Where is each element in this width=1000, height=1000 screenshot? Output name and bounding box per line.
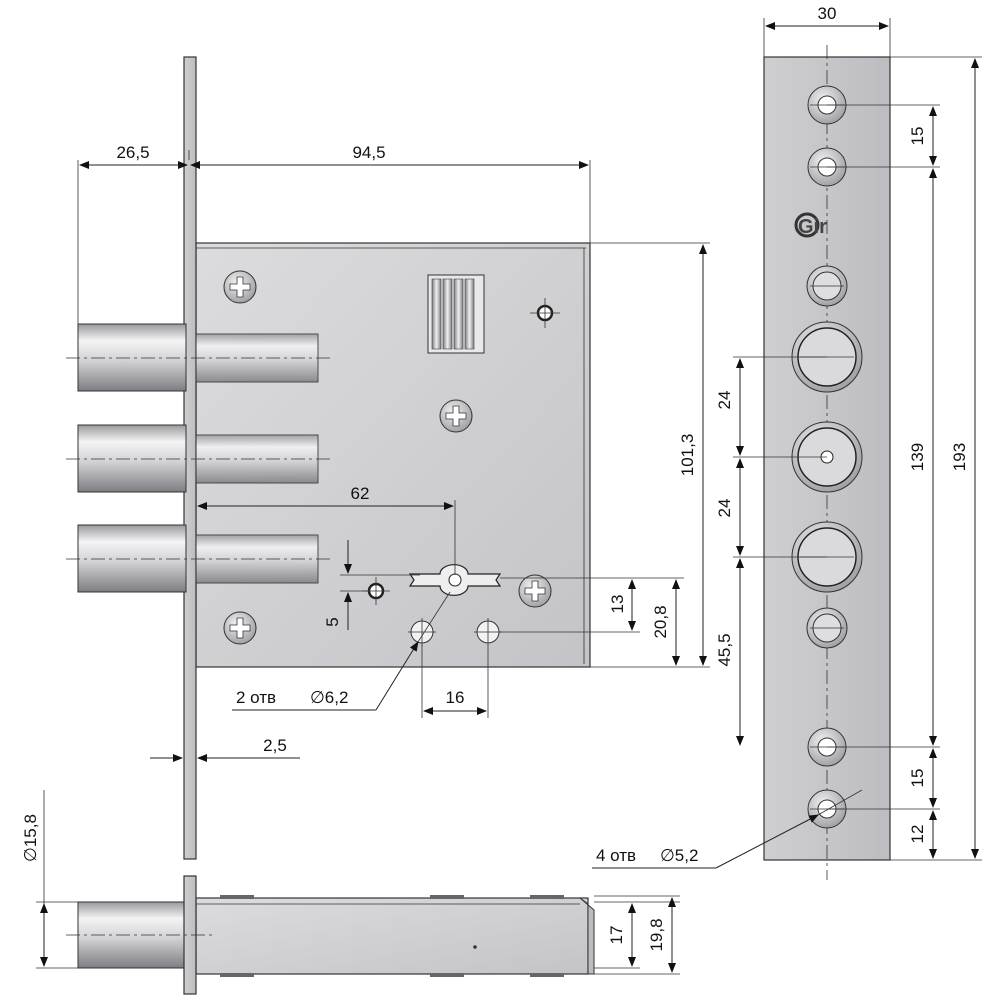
label-strike-holes-count: 4 отв bbox=[596, 846, 636, 865]
screw-top-left bbox=[223, 270, 257, 304]
rivet-bottom-left bbox=[362, 577, 390, 605]
dim-bolt-diameter: ∅15,8 bbox=[21, 814, 40, 862]
bolt-bottom bbox=[77, 524, 319, 593]
screw-bottom-left bbox=[223, 611, 257, 645]
dim-bolt-projection: 26,5 bbox=[116, 143, 149, 162]
brand-logo: Gir bbox=[794, 212, 827, 238]
dim-faceplate-thickness: 2,5 bbox=[263, 736, 287, 755]
dim-body-height: 101,3 bbox=[678, 434, 697, 477]
bolt-middle bbox=[77, 424, 319, 493]
dim-keyhole-offset: 5 bbox=[323, 617, 342, 626]
dim-strike-pitch-top: 15 bbox=[908, 127, 927, 146]
brand-logo-text: Gir bbox=[798, 216, 827, 238]
dim-case-depth-19-8: 19,8 bbox=[647, 918, 666, 951]
dim-case-depth-17: 17 bbox=[607, 926, 626, 945]
dim-bolt-to-screw: 45,5 bbox=[715, 633, 734, 666]
dim-bolt-pitch-2: 24 bbox=[715, 499, 734, 518]
ribbed-window bbox=[427, 274, 485, 354]
rivet-top-right bbox=[530, 298, 560, 328]
strike-plate: Gir bbox=[763, 45, 891, 880]
screw-right bbox=[518, 574, 552, 608]
dim-strike-width: 30 bbox=[818, 4, 837, 23]
lock-body-front-view bbox=[66, 56, 591, 860]
screw-middle bbox=[439, 399, 473, 433]
dim-screw-span: 139 bbox=[908, 443, 927, 471]
front-dimensions: 26,5 94,5 62 101,3 5 13 20,8 16 bbox=[77, 143, 710, 762]
side-dimensions: ∅15,8 17 19,8 bbox=[21, 790, 680, 975]
label-strike-holes-diameter: ∅5,2 bbox=[660, 846, 698, 865]
dim-body-width: 94,5 bbox=[352, 143, 385, 162]
dim-bolt-pitch-1: 24 bbox=[715, 391, 734, 410]
dim-strike-end: 12 bbox=[908, 825, 927, 844]
lock-side-view bbox=[66, 875, 595, 995]
strike-ring-top bbox=[806, 265, 848, 307]
dim-strike-length: 193 bbox=[950, 443, 969, 471]
label-holes-diameter: ∅6,2 bbox=[310, 688, 348, 707]
hole-right bbox=[474, 618, 502, 646]
dim-strike-pitch-bottom: 15 bbox=[908, 769, 927, 788]
label-holes-count: 2 отв bbox=[236, 688, 276, 707]
dim-backset: 62 bbox=[351, 484, 370, 503]
bolt-top bbox=[77, 323, 319, 392]
dim-holes-spacing: 16 bbox=[446, 688, 465, 707]
strike-dimensions: 30 15 139 15 12 193 24 24 45,5 bbox=[592, 4, 982, 869]
dim-hole-height-13: 13 bbox=[608, 595, 627, 614]
dim-hole-height-20-8: 20,8 bbox=[651, 605, 670, 638]
